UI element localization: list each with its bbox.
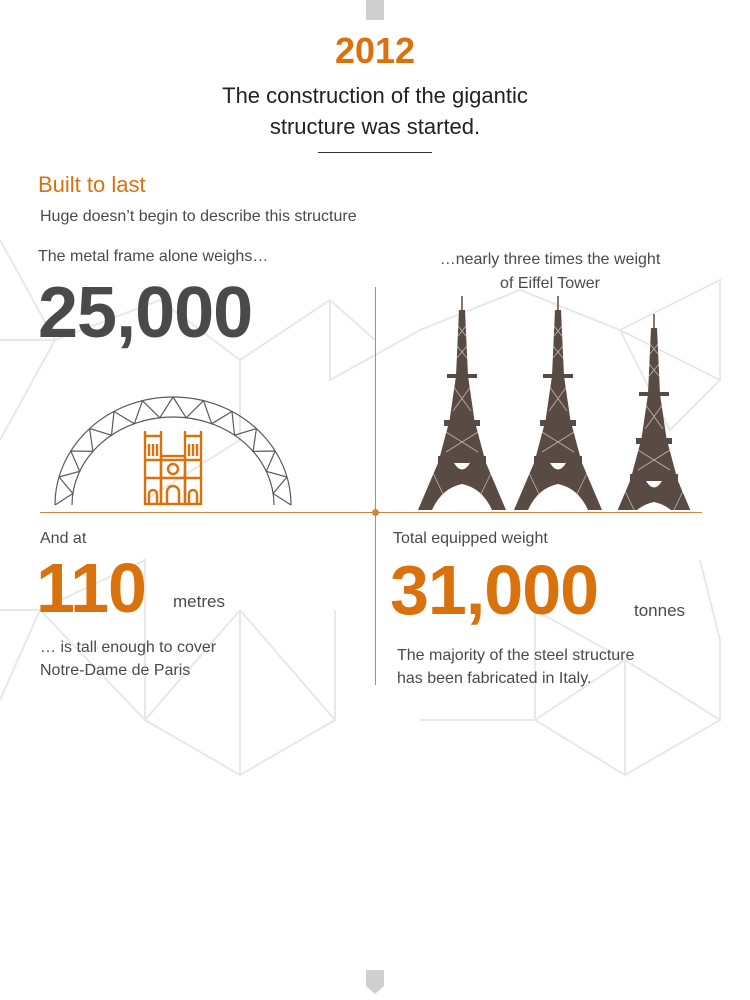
- year-heading: 2012: [334, 30, 416, 71]
- equipped-weight-caption: The majority of the steel structure has …: [397, 644, 634, 690]
- headline-divider: [318, 152, 432, 153]
- eiffel-tower-icon: [513, 295, 603, 510]
- height-caption-line-1: … is tall enough to cover: [40, 639, 217, 656]
- eiffel-tower-icon: [609, 313, 699, 510]
- eiffel-towers: [417, 295, 699, 510]
- height-value: 110: [36, 549, 147, 627]
- equipped-weight-label: Total equipped weight: [393, 530, 548, 547]
- height-caption: … is tall enough to cover Notre-Dame de …: [40, 636, 216, 682]
- headline-line-2: structure was started.: [269, 114, 481, 139]
- height-label: And at: [40, 530, 87, 547]
- section-subtitle: Huge doesn’t begin to describe this stru…: [40, 208, 357, 225]
- eiffel-caption: …nearly three times the weight of Eiffel…: [395, 248, 705, 296]
- notre-dame-icon: [143, 431, 203, 506]
- eiffel-tower-icon: [417, 295, 507, 510]
- eiffel-caption-line-1: …nearly three times the weight: [439, 251, 661, 268]
- equipped-weight-unit: tonnes: [634, 601, 686, 620]
- equipped-weight-value: 31,000: [390, 551, 599, 629]
- divider-dot: [372, 509, 379, 516]
- equipped-caption-line-2: has been fabricated in Italy.: [397, 670, 592, 687]
- frame-weight-label: The metal frame alone weighs…: [38, 248, 269, 265]
- height-caption-line-2: Notre-Dame de Paris: [40, 662, 191, 679]
- vertical-divider: [375, 287, 376, 685]
- section-title: Built to last: [38, 172, 146, 197]
- height-unit: metres: [173, 592, 225, 611]
- headline: The construction of the gigantic structu…: [175, 80, 575, 142]
- eiffel-caption-line-2: of Eiffel Tower: [500, 275, 600, 292]
- truss-web: [54, 396, 292, 506]
- arch-truss-icon: [54, 396, 292, 506]
- equipped-caption-line-1: The majority of the steel structure: [397, 647, 635, 664]
- horizontal-divider: [40, 512, 702, 513]
- scroll-down-marker[interactable]: [366, 970, 384, 994]
- frame-weight-value: 25,000: [38, 273, 253, 353]
- headline-line-1: The construction of the gigantic: [222, 83, 528, 108]
- top-marker: [366, 0, 384, 20]
